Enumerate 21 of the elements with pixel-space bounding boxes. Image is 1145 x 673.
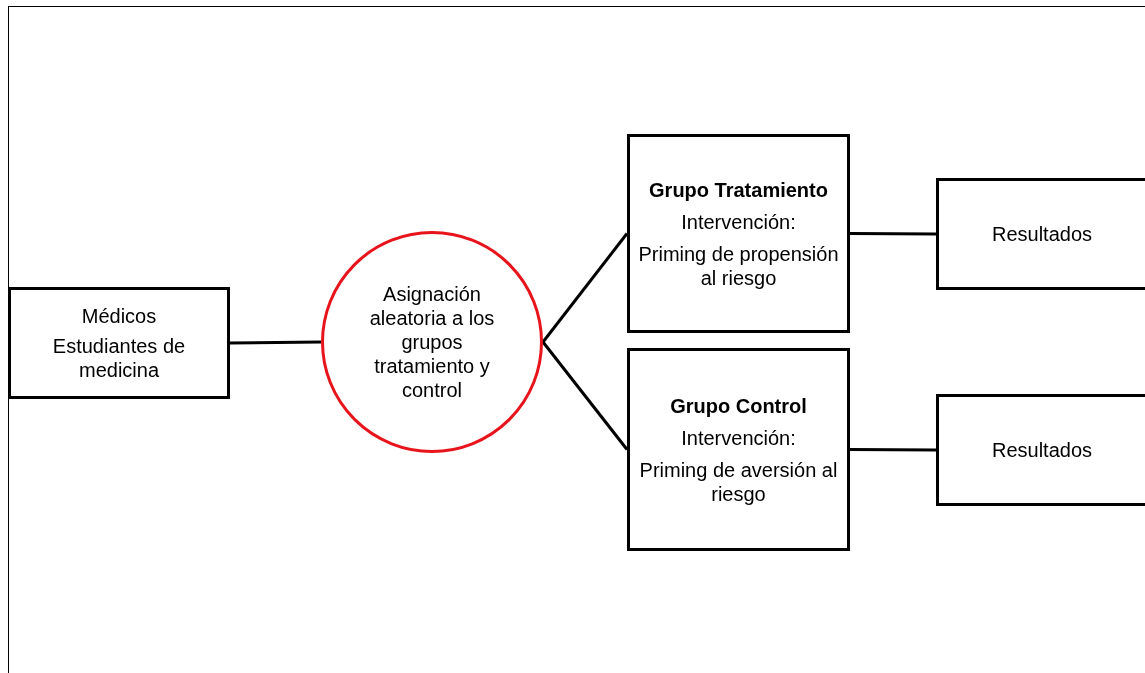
connector-line bbox=[850, 448, 936, 452]
node-text: Asignación aleatoria a los grupos tratamiento y control bbox=[368, 282, 496, 402]
node-text: Intervención: bbox=[681, 425, 796, 450]
group-heading: Grupo Control bbox=[670, 393, 807, 418]
participants-box bbox=[8, 287, 230, 399]
treatment-group-box bbox=[627, 134, 850, 333]
node-text: Estudiantes de medicina bbox=[51, 334, 187, 382]
node-text: Intervención: bbox=[681, 209, 796, 234]
node-text: Resultados bbox=[991, 222, 1093, 246]
node-text: Priming de aversión al riesgo bbox=[638, 457, 839, 506]
control-group-box bbox=[627, 348, 850, 551]
results-box bbox=[936, 394, 1145, 506]
node-text: Médicos bbox=[81, 304, 157, 328]
node-text: Priming de propensión al riesgo bbox=[637, 241, 840, 290]
results-box bbox=[936, 178, 1145, 290]
connector-line bbox=[230, 340, 321, 345]
node-text: Resultados bbox=[991, 438, 1093, 462]
connector-line bbox=[541, 341, 629, 451]
connector-line bbox=[850, 232, 936, 236]
group-heading: Grupo Tratamiento bbox=[649, 177, 828, 202]
connector-line bbox=[541, 232, 629, 343]
